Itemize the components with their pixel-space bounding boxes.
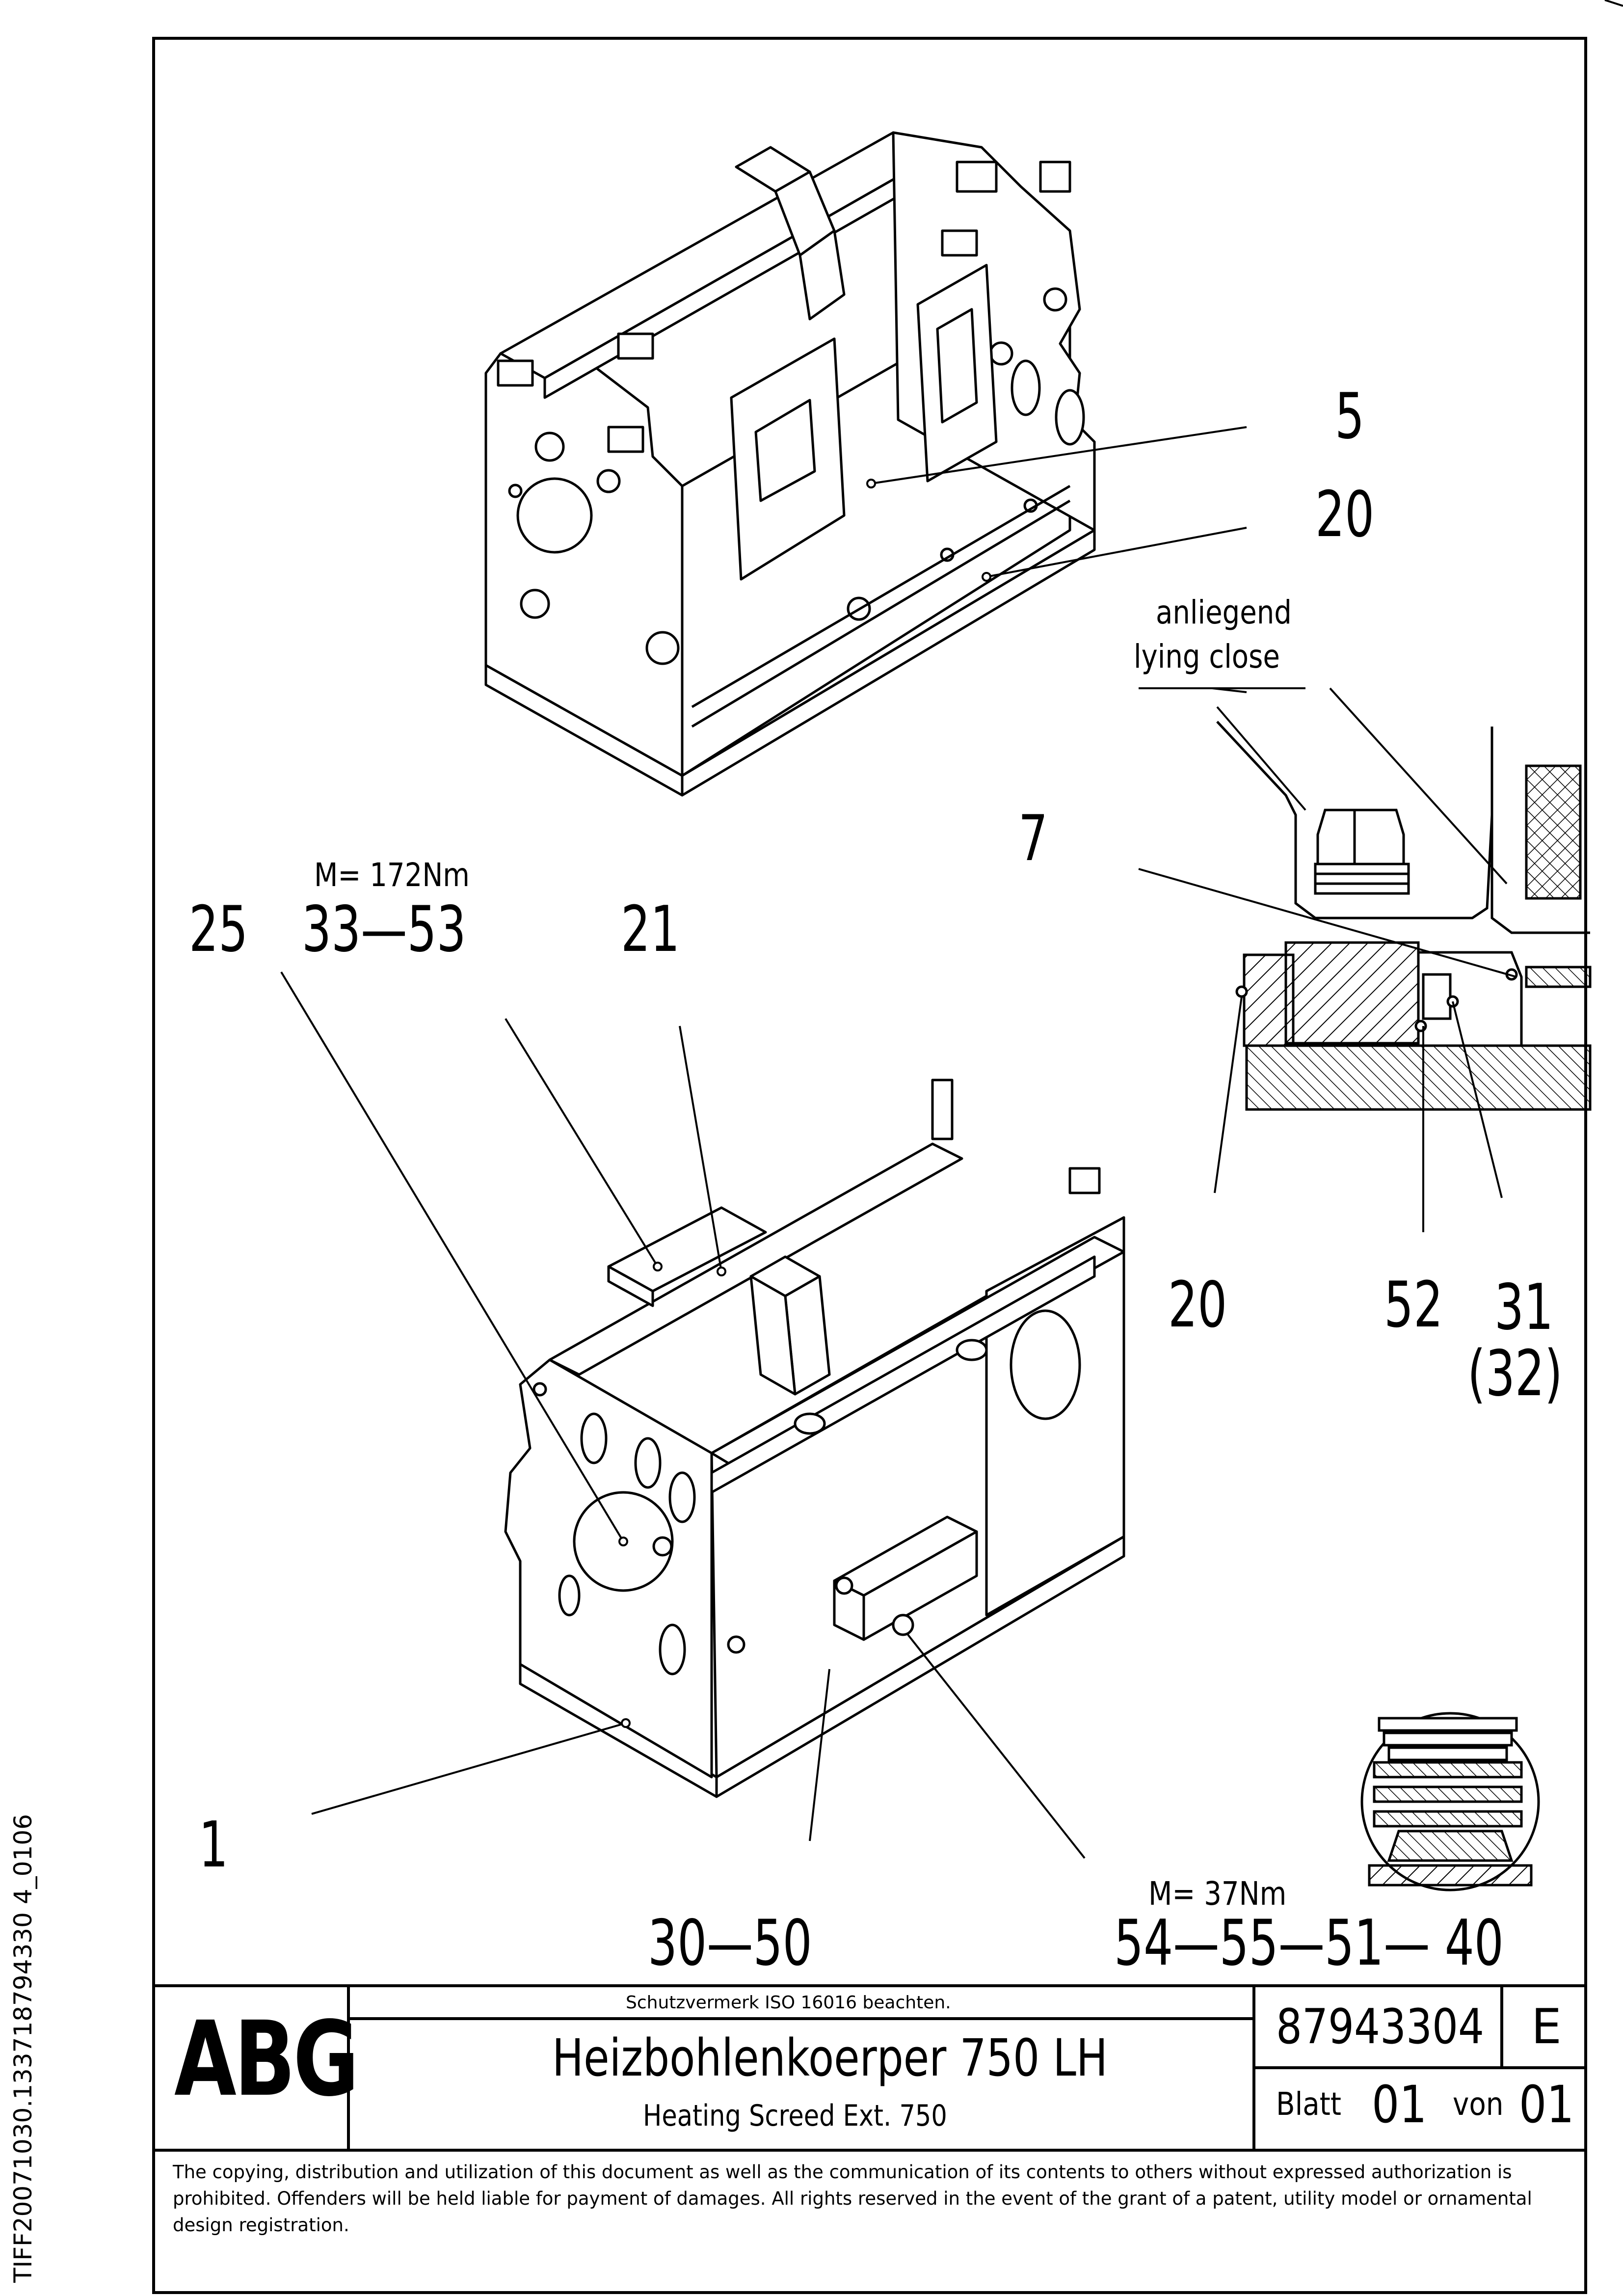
callout-30-50: 30—50: [648, 1907, 812, 1980]
note-anliegend: anliegend: [1156, 594, 1292, 631]
callout-52: 52: [1384, 1269, 1443, 1342]
title-block-frame: [154, 1984, 1586, 2152]
callout-5: 5: [1335, 380, 1365, 453]
copyright-notice: The copying, distribution and utilizatio…: [173, 2161, 1532, 2236]
note-lying-close: lying close: [1134, 638, 1280, 675]
callout-1: 1: [199, 1809, 229, 1882]
callout-54-55-51-40: 54—55—51— 40: [1114, 1907, 1504, 1980]
abg-logo: ABG: [174, 1999, 359, 2119]
torque-spec-top: M= 172Nm: [314, 856, 470, 894]
torque-spec-bottom: M= 37Nm: [1148, 1875, 1287, 1913]
callout-31: 31: [1494, 1271, 1554, 1344]
callout-20-top: 20: [1315, 478, 1375, 551]
sheet-number: 01: [1372, 2075, 1427, 2134]
title-english: Heating Screed Ext. 750: [643, 2099, 947, 2133]
top-assembly-drawing: [484, 131, 1096, 797]
sheet-total: 01: [1519, 2075, 1574, 2134]
revision-letter: E: [1531, 1999, 1562, 2055]
callout-21: 21: [621, 893, 680, 966]
detail-section-view: [1216, 721, 1592, 1111]
sheet-border: [152, 37, 1587, 2294]
tightening-symbol: [1360, 1712, 1540, 1891]
title-german: Heizbohlenkoerper 750 LH: [552, 2028, 1108, 2088]
drawing-number: 87943304: [1276, 1999, 1484, 2055]
of-label: von: [1453, 2086, 1504, 2123]
leader-lines: [280, 426, 1517, 1859]
callout-32: (32): [1467, 1337, 1563, 1410]
callout-7: 7: [1018, 802, 1048, 875]
bottom-assembly-drawing: [504, 1079, 1125, 1798]
document-id-vertical: TIFF20071030.133718794330 4_0106: [9, 1814, 37, 2283]
sheet-label: Blatt: [1276, 2086, 1341, 2123]
iso-notice: Schutzvermerk ISO 16016 beachten.: [626, 1993, 951, 2013]
callout-20-detail: 20: [1168, 1269, 1227, 1342]
callout-25: 25: [189, 893, 248, 966]
callout-33-53: 33—53: [302, 893, 466, 966]
